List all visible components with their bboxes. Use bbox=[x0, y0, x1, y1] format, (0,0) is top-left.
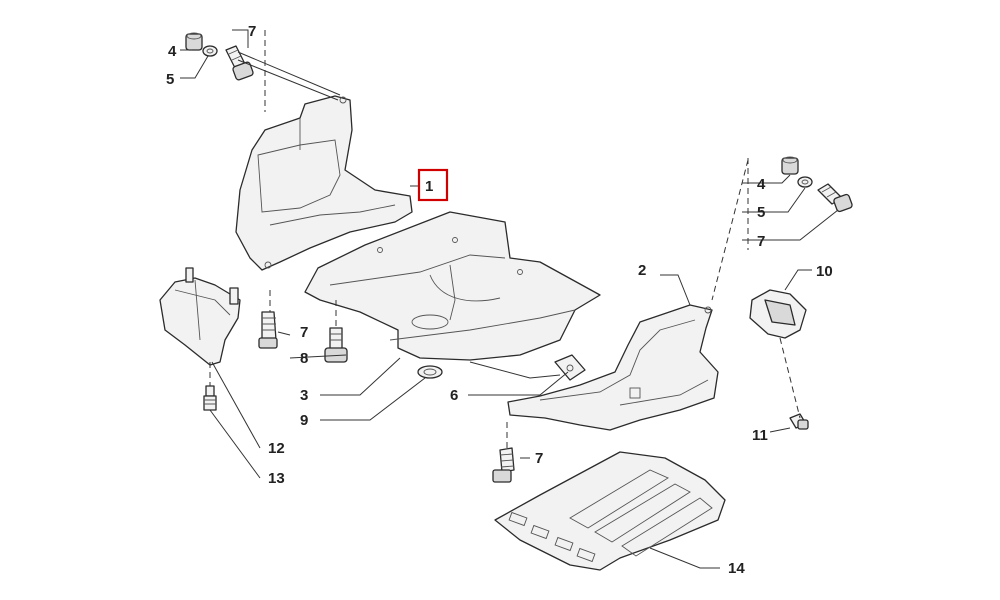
callout-4-top-left[interactable]: 4 bbox=[168, 43, 177, 60]
part-7-bolt-top-right[interactable] bbox=[817, 183, 853, 213]
part-2-side-shield[interactable] bbox=[507, 304, 719, 431]
part-14-skid-plate[interactable] bbox=[494, 451, 726, 571]
part-1-splash-shield[interactable] bbox=[235, 95, 413, 271]
part-7-bolt-top-left[interactable] bbox=[225, 45, 254, 81]
callout-14[interactable]: 14 bbox=[728, 560, 745, 577]
part-6-clip[interactable] bbox=[554, 354, 586, 381]
part-4-nut-top-left[interactable] bbox=[185, 32, 203, 51]
callout-7-lower[interactable]: 7 bbox=[535, 450, 543, 467]
callout-10[interactable]: 10 bbox=[816, 263, 833, 280]
callout-11[interactable]: 11 bbox=[752, 427, 768, 444]
callout-9[interactable]: 9 bbox=[300, 412, 308, 429]
callout-4-top-right[interactable]: 4 bbox=[757, 176, 766, 193]
callout-8[interactable]: 8 bbox=[300, 350, 308, 367]
part-11-screw[interactable] bbox=[789, 413, 809, 430]
part-8-bolt[interactable] bbox=[324, 327, 348, 363]
part-13-pin[interactable] bbox=[203, 385, 217, 411]
callout-2[interactable]: 2 bbox=[638, 262, 646, 279]
part-12-cover[interactable] bbox=[159, 267, 241, 366]
callout-5-top-right[interactable]: 5 bbox=[757, 204, 765, 221]
callout-7-top-right[interactable]: 7 bbox=[757, 233, 765, 250]
part-10-bracket[interactable] bbox=[749, 289, 807, 339]
highlight-box bbox=[417, 168, 449, 202]
callout-6[interactable]: 6 bbox=[450, 387, 458, 404]
part-7-screw-left[interactable] bbox=[258, 311, 278, 349]
callout-1[interactable]: 1 bbox=[425, 178, 433, 195]
part-4-nut-top-right[interactable] bbox=[781, 156, 799, 175]
callout-12[interactable]: 12 bbox=[268, 440, 285, 457]
callout-5-top-left[interactable]: 5 bbox=[166, 71, 174, 88]
part-3-undertray[interactable] bbox=[304, 211, 601, 361]
callout-labels: 4 5 7 1 7 8 3 9 6 12 13 2 7 14 4 5 7 10 … bbox=[166, 23, 833, 577]
part-5-washer-top-left[interactable] bbox=[202, 45, 218, 57]
callout-7-top-left[interactable]: 7 bbox=[248, 23, 256, 40]
callout-3[interactable]: 3 bbox=[300, 387, 308, 404]
callout-13[interactable]: 13 bbox=[268, 470, 285, 487]
part-5-washer-top-right[interactable] bbox=[797, 176, 813, 188]
callout-7-left[interactable]: 7 bbox=[300, 324, 308, 341]
part-7-screw-lower[interactable] bbox=[492, 447, 515, 483]
part-9-washer[interactable] bbox=[417, 365, 443, 379]
leader-lines bbox=[180, 29, 839, 569]
